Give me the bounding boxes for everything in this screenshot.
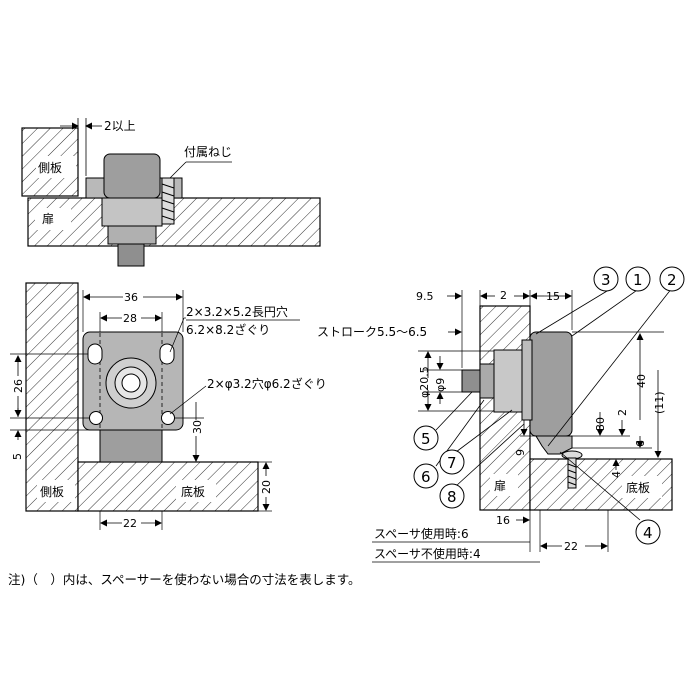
side-dim-6: 6 [634, 440, 647, 447]
front-hole-left [89, 411, 103, 425]
svg-text:4: 4 [643, 524, 653, 542]
front-height-5: 5 [11, 453, 24, 460]
side-dim-22: 22 [564, 540, 578, 553]
side-dim-16: 16 [496, 514, 510, 527]
front-height-20: 20 [260, 480, 273, 494]
callout-4: 4 [635, 519, 661, 545]
side-dim-15: 15 [546, 290, 560, 303]
side-latch-body [529, 331, 573, 437]
front-slot-spec-2: 6.2×8.2ざぐり [186, 322, 270, 337]
front-slot-right [159, 343, 175, 365]
svg-text:3: 3 [601, 271, 611, 289]
side-dia-20-5: φ20.5 [418, 366, 431, 398]
footnote: 注)（ ）内は、スペーサーを使わない場合の寸法を表します。 [8, 572, 361, 587]
front-side-panel [25, 282, 79, 512]
svg-text:6: 6 [421, 468, 431, 486]
svg-text:5: 5 [421, 430, 431, 448]
top-latch-washer [107, 225, 157, 245]
side-view: 扉 底板 9.5 2 15 ストローク5.5～6.5 [317, 266, 685, 563]
front-hole-right [161, 411, 175, 425]
callout-1: 1 [625, 266, 651, 292]
side-bottom-label: 底板 [626, 480, 650, 495]
front-hole-spec: 2×φ3.2穴φ6.2ざぐり [207, 376, 327, 391]
top-latch-nut [101, 197, 163, 227]
front-view: 側板 底板 36 28 26 [10, 282, 327, 530]
side-dim-9: 9 [514, 449, 527, 456]
side-dim-11: (11) [653, 391, 666, 414]
top-latch-plunger [117, 243, 145, 267]
side-spacer-used: スペーサ使用時:6 [374, 526, 469, 541]
front-width-22: 22 [123, 517, 137, 530]
top-screw-label: 付属ねじ [184, 145, 232, 159]
side-dim-4: 4 [610, 471, 623, 478]
side-latch-nut [493, 349, 523, 413]
front-slot-left [87, 343, 103, 365]
svg-text:7: 7 [447, 454, 457, 472]
callout-8: 8 [439, 483, 465, 509]
callout-7: 7 [439, 449, 465, 475]
svg-text:1: 1 [633, 271, 643, 289]
top-door-label: 扉 [42, 212, 54, 226]
front-side-panel-label: 側板 [40, 485, 64, 499]
front-button-inner [121, 373, 141, 393]
side-spacer-unused: スペーサ不使用時:4 [374, 546, 481, 561]
top-view: 側板 扉 2以上 付属ねじ [21, 118, 321, 267]
side-dia-9: φ9 [434, 378, 447, 392]
side-door-label: 扉 [494, 479, 506, 493]
svg-text:2: 2 [667, 271, 677, 289]
callout-5: 5 [413, 425, 439, 451]
front-slot-spec-1: 2×3.2×5.2長円穴 [186, 304, 288, 319]
side-dim-9-5: 9.5 [416, 290, 434, 303]
svg-text:8: 8 [447, 488, 457, 506]
side-latch-flange [521, 339, 533, 421]
top-side-panel-label: 側板 [38, 161, 62, 175]
side-dim-2b: 2 [616, 409, 629, 416]
top-screw [161, 177, 175, 225]
front-bottom-panel-label: 底板 [181, 484, 205, 499]
callout-6: 6 [413, 463, 439, 489]
front-width-36: 36 [124, 291, 138, 304]
side-dim-30: 30 [594, 417, 607, 431]
front-width-28: 28 [123, 312, 137, 325]
side-dim-40: 40 [635, 374, 648, 388]
front-height-30: 30 [191, 420, 204, 434]
callout-2: 2 [659, 266, 685, 292]
side-latch-collar [479, 363, 495, 399]
side-dim-2: 2 [500, 289, 507, 302]
top-clearance-label: 2以上 [104, 119, 136, 133]
front-latch-base [99, 429, 163, 463]
side-stroke-label: ストローク5.5～6.5 [317, 325, 427, 339]
front-bottom-panel [77, 461, 259, 512]
callout-3: 3 [593, 266, 619, 292]
top-latch-body [103, 153, 161, 199]
front-height-26: 26 [12, 379, 25, 393]
